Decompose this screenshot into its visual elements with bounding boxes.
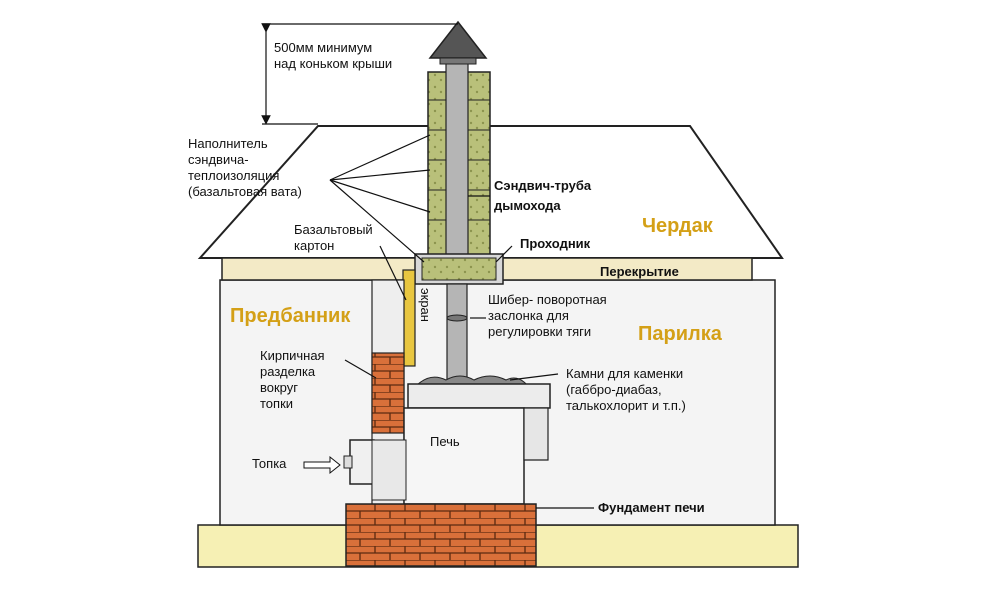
steam-room-label: Парилка: [638, 323, 723, 345]
chimney-pipe-lower: [446, 283, 468, 385]
basalt-label-2: картон: [294, 238, 334, 253]
damper-label-3: регулировки тяги: [488, 324, 591, 339]
attic-label: Чердак: [642, 215, 714, 237]
stones-label-1: Камни для каменки: [566, 366, 683, 381]
stove-body: [403, 407, 525, 505]
pointer-lines: [329, 134, 594, 509]
height-dimension: [261, 23, 458, 125]
dressing-room-label: Предбанник: [230, 305, 351, 327]
stove-side: [523, 407, 549, 461]
filler-label-4: (базальтовая вата): [188, 184, 302, 199]
height-note-1: 500мм минимум: [274, 40, 372, 55]
chimney-pipe-top: [445, 57, 469, 261]
passage-insul: [421, 257, 497, 281]
foundation-label: Фундамент печи: [598, 500, 705, 515]
brick-cut: [371, 352, 405, 434]
brick-cut-label-1: Кирпичная: [260, 348, 325, 363]
insulation-lines: [428, 99, 490, 221]
screen-label: экран: [418, 288, 433, 322]
sandwich-label-2: дымохода: [494, 198, 561, 213]
filler-label-2: сэндвича-: [188, 152, 249, 167]
firebox-arrow: [303, 455, 341, 475]
damper-label-2: заслонка для: [488, 308, 569, 323]
passage-label: Проходник: [520, 236, 591, 251]
filler-label-3: теплоизоляция: [188, 168, 279, 183]
brick-cut-label-3: вокруг: [260, 380, 298, 395]
cap-base: [439, 57, 477, 65]
filler-label-1: Наполнитель: [188, 136, 268, 151]
stove-top: [407, 383, 551, 409]
height-note-2: над коньком крыши: [274, 56, 392, 71]
chimney-cap: [428, 20, 488, 59]
damper: [446, 314, 468, 322]
ceiling-label: Перекрытие: [600, 264, 679, 279]
basalt-label-1: Базальтовый: [294, 222, 373, 237]
heat-screen: [402, 269, 416, 367]
stove-label: Печь: [430, 434, 460, 449]
firebox-handle: [343, 455, 353, 469]
firebox-tunnel: [371, 439, 407, 501]
brick-cut-label-2: разделка: [260, 364, 316, 379]
firebox-label: Топка: [252, 456, 287, 471]
damper-label-1: Шибер- поворотная: [488, 292, 607, 307]
stones-label-3: талькохлорит и т.п.): [566, 398, 686, 413]
foundation: [345, 503, 537, 567]
firebox-door: [349, 439, 375, 485]
sandwich-label-1: Сэндвич-труба: [494, 178, 592, 193]
stones-label-2: (габбро-диабаз,: [566, 382, 662, 397]
brick-cut-label-4: топки: [260, 396, 293, 411]
